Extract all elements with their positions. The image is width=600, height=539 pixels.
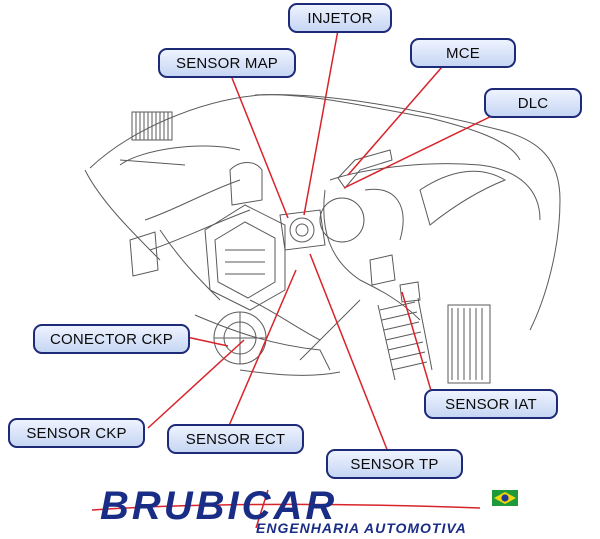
leader-sensor-tp — [309, 253, 389, 453]
label-sensor-tp: SENSOR TP — [326, 449, 463, 479]
leader-sensor-iat — [401, 291, 433, 395]
label-dlc: DLC — [484, 88, 582, 118]
leader-sensor-ect — [227, 269, 297, 429]
label-sensor-map: SENSOR MAP — [158, 48, 296, 78]
brubicar-logo: BRUBICAR ENGENHARIA AUTOMOTIVA — [88, 484, 528, 539]
label-injetor: INJETOR — [288, 3, 392, 33]
label-conector-ckp: CONECTOR CKP — [33, 324, 190, 354]
label-mce: MCE — [410, 38, 516, 68]
label-sensor-iat: SENSOR IAT — [424, 389, 558, 419]
leader-mce — [347, 66, 443, 176]
logo-wordmark: BRUBICAR — [100, 484, 338, 528]
leader-lines — [147, 29, 501, 453]
leader-injetor — [303, 29, 339, 216]
logo-swoosh — [91, 489, 481, 529]
logo-tagline: ENGENHARIA AUTOMOTIVA — [256, 520, 467, 536]
leader-sensor-ckp — [147, 339, 245, 429]
label-sensor-ect: SENSOR ECT — [167, 424, 304, 454]
brazil-flag-icon — [492, 490, 518, 506]
leader-dlc — [343, 111, 501, 189]
leader-sensor-map — [231, 77, 289, 219]
label-sensor-ckp: SENSOR CKP — [8, 418, 145, 448]
motorcycle-line-drawing — [84, 94, 561, 384]
